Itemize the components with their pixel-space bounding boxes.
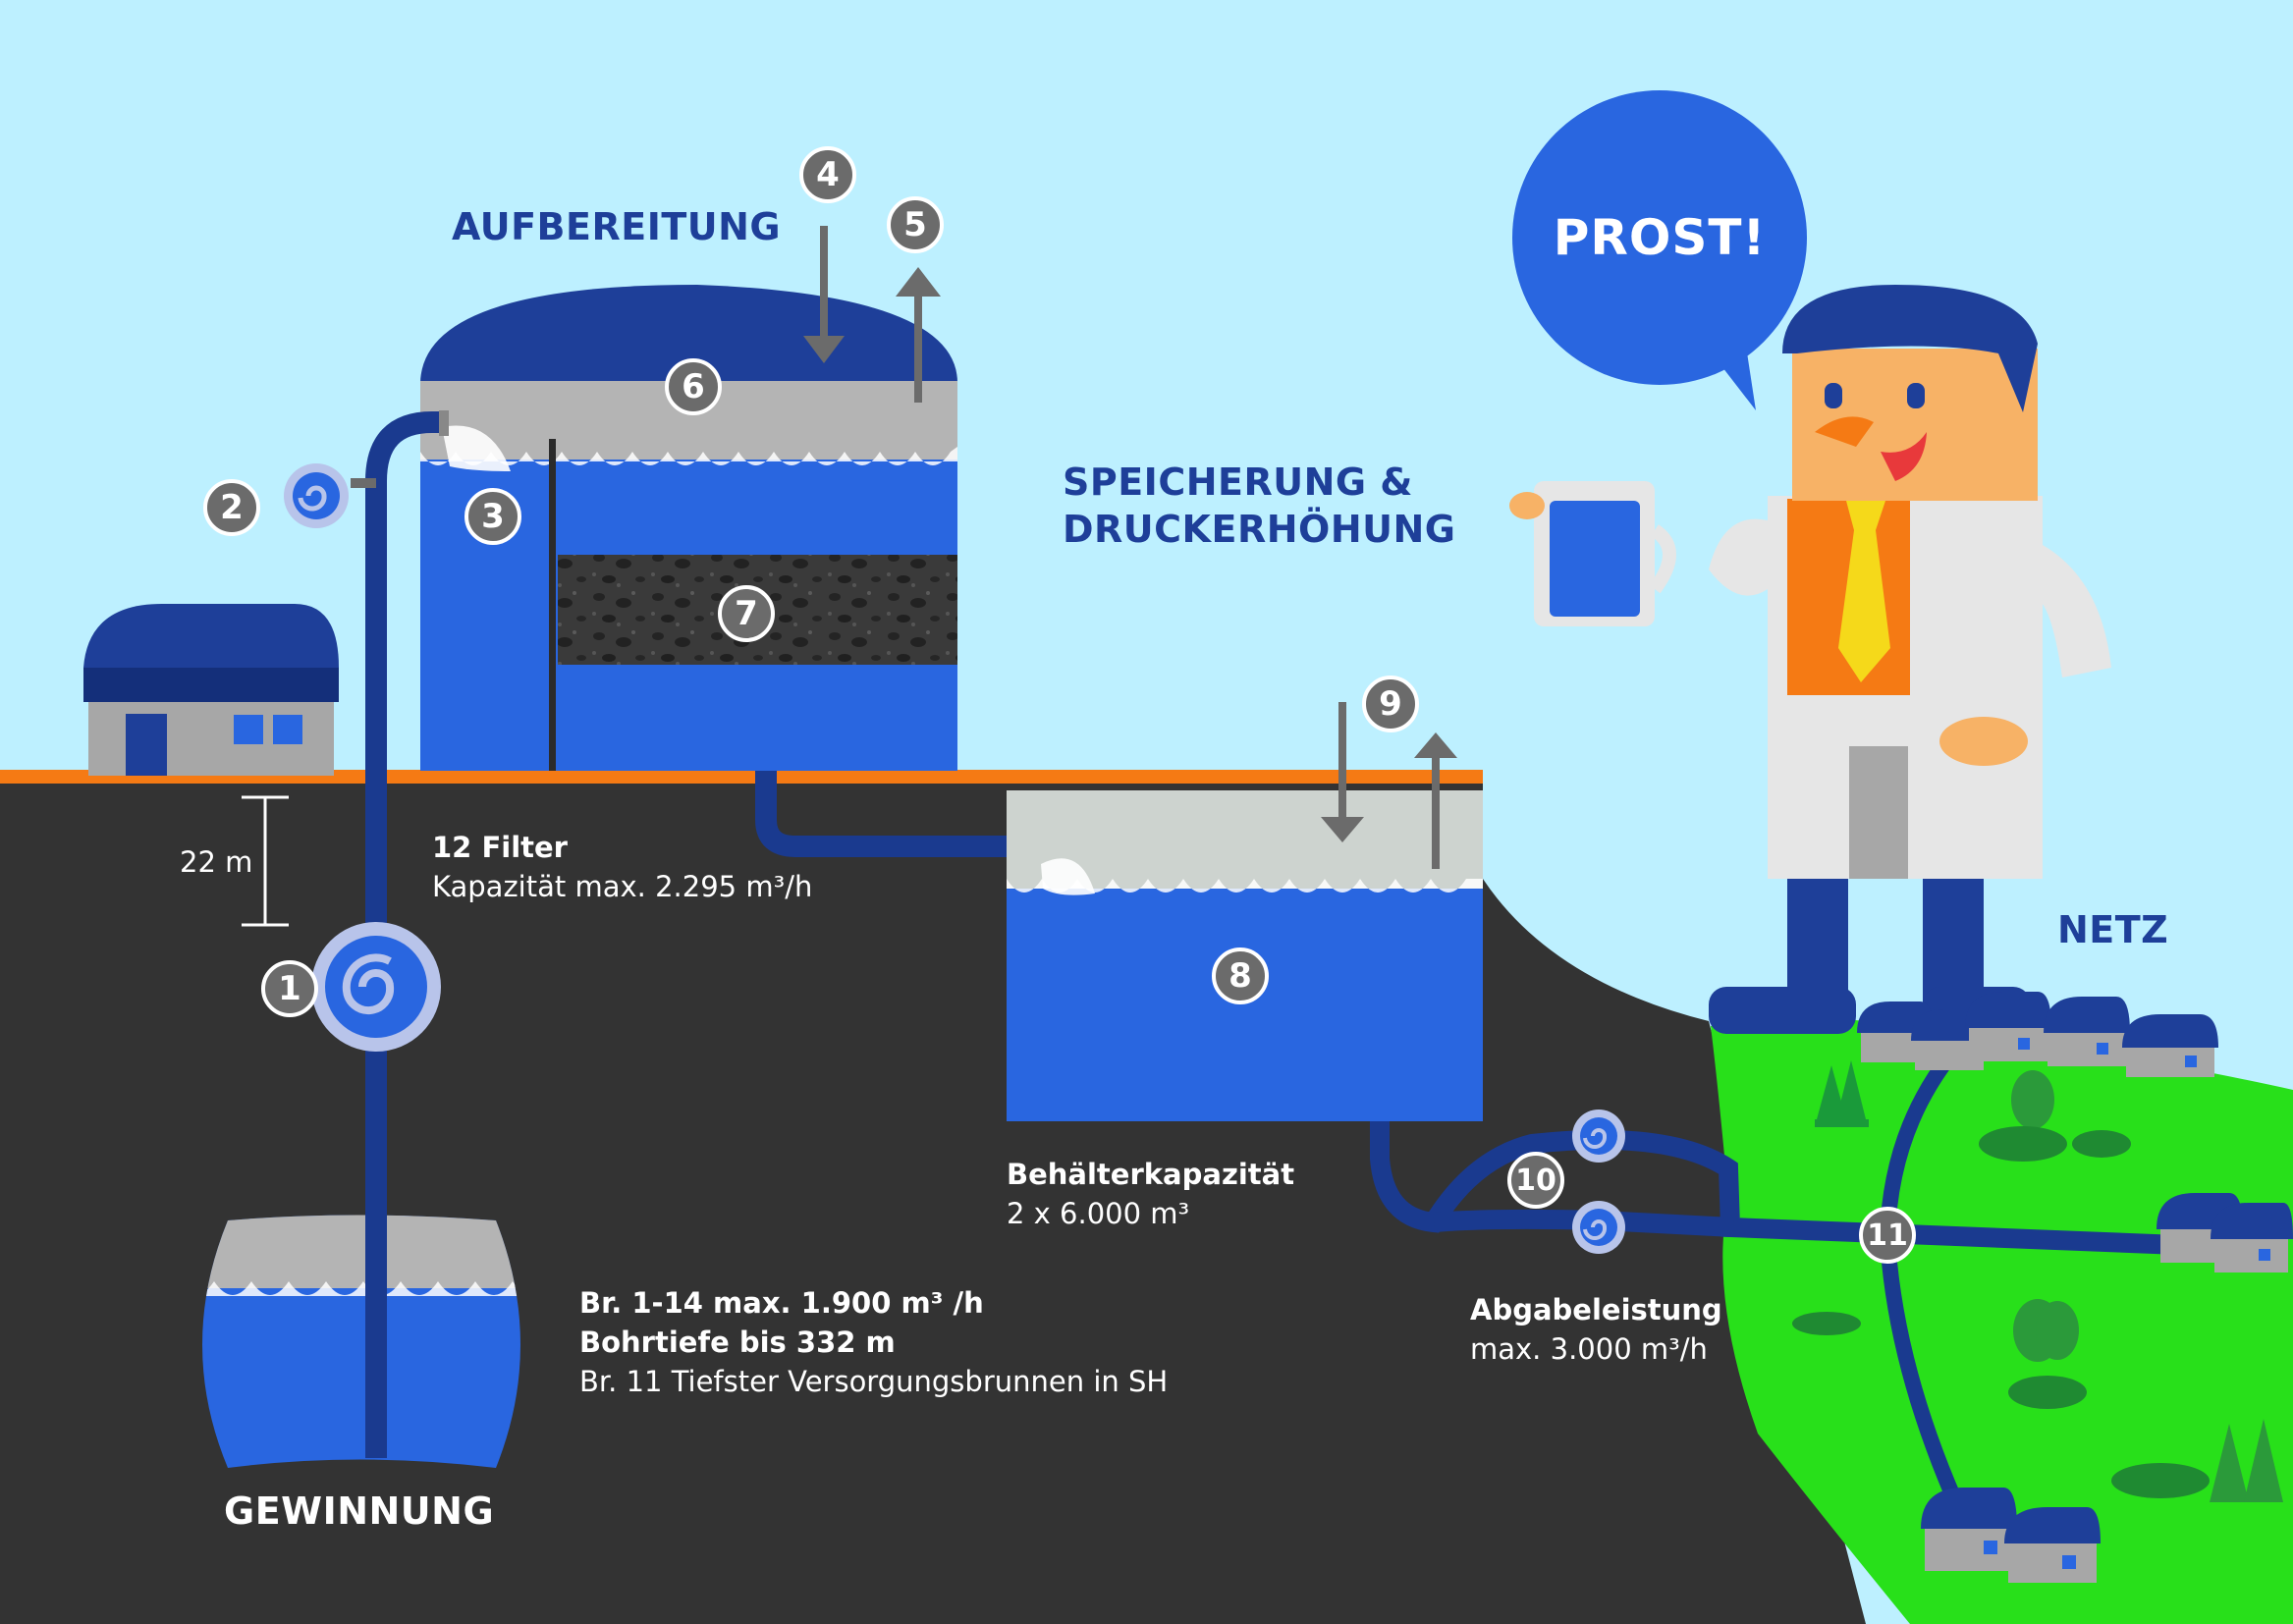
marker-3: 3	[464, 488, 521, 545]
output-info: Abgabeleistung max. 3.000 m³/h	[1470, 1290, 1722, 1369]
tank-capacity: 2 x 6.000 m³	[1007, 1197, 1190, 1230]
pump-2	[284, 463, 349, 528]
marker-4: 4	[799, 146, 856, 203]
riser-pipe	[365, 411, 447, 1458]
marker-5: 5	[887, 196, 944, 253]
label-speicherung: SPEICHERUNG & DRUCKERHÖHUNG	[1063, 460, 1455, 553]
village-houses	[1857, 992, 2293, 1583]
label-gewinnung: GEWINNUNG	[224, 1489, 495, 1533]
output-capacity: max. 3.000 m³/h	[1470, 1332, 1708, 1366]
speech-bubble: PROST!	[1512, 90, 1807, 385]
well-line1: Br. 1-14 max. 1.900 m³ /h	[579, 1286, 984, 1320]
tank-title: Behälterkapazität	[1007, 1158, 1295, 1191]
pump-10-lower	[1572, 1201, 1625, 1254]
label-netz: NETZ	[2057, 908, 2169, 951]
filter-capacity: Kapazität max. 2.295 m³/h	[432, 870, 813, 903]
marker-7: 7	[718, 585, 775, 642]
pump-1	[311, 922, 441, 1052]
trees	[1792, 1060, 2283, 1502]
marker-2: 2	[203, 479, 260, 536]
output-pipe	[1370, 1121, 2230, 1257]
marker-1: 1	[261, 960, 318, 1017]
marker-6: 6	[665, 358, 722, 415]
pump-house	[83, 604, 339, 776]
person-figure	[1509, 285, 2111, 1034]
filter-title: 12 Filter	[432, 831, 568, 864]
label-speicherung-line2: DRUCKERHÖHUNG	[1063, 507, 1456, 551]
well	[202, 1041, 520, 1468]
label-speicherung-line1: SPEICHERUNG &	[1063, 460, 1413, 504]
well-line3: Br. 11 Tiefster Versorgungsbrunnen in SH	[579, 1365, 1169, 1398]
tank-info: Behälterkapazität 2 x 6.000 m³	[1007, 1155, 1294, 1233]
label-aufbereitung: AUFBEREITUNG	[452, 205, 782, 248]
flow-arrows	[803, 226, 1457, 869]
treatment-tank	[420, 285, 957, 771]
marker-10: 10	[1507, 1152, 1564, 1209]
transfer-pipe	[755, 771, 1031, 857]
filter-info: 12 Filter Kapazität max. 2.295 m³/h	[432, 828, 812, 906]
well-line2: Bohrtiefe bis 332 m	[579, 1326, 896, 1359]
marker-8: 8	[1212, 947, 1269, 1004]
pump-10-upper	[1572, 1110, 1625, 1163]
output-title: Abgabeleistung	[1470, 1293, 1722, 1326]
marker-9: 9	[1362, 676, 1419, 732]
marker-11: 11	[1859, 1207, 1916, 1264]
depth-marker	[242, 795, 289, 927]
depth-label: 22 m	[180, 845, 253, 879]
well-info: Br. 1-14 max. 1.900 m³ /h Bohrtiefe bis …	[579, 1283, 1168, 1401]
